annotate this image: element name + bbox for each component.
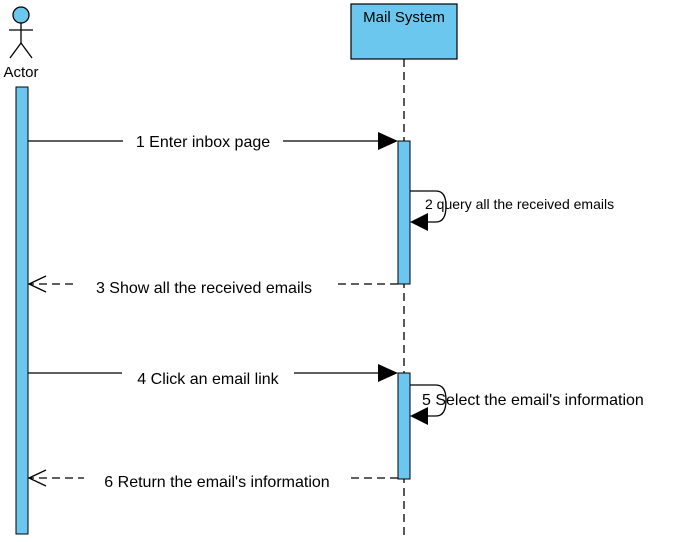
actor-activation-bar (15, 86, 29, 535)
message-5-label: 5 Select the email's information (422, 392, 644, 409)
message-3-label: 3 Show all the received emails (96, 280, 312, 297)
system-activation-bar-2 (397, 372, 411, 480)
message-2-line (410, 190, 447, 223)
actor-head (12, 6, 30, 24)
message-6-label-bg (84, 471, 350, 491)
message-3: 3 Show all the received emails (27, 275, 398, 297)
message-1-label: 1 Enter inbox page (136, 134, 270, 151)
message-2: 2 query all the received emails (410, 190, 614, 231)
actor-leg-right (20, 42, 33, 59)
message-6-arrowhead (27, 469, 47, 487)
message-5: 5 Select the email's information (410, 384, 644, 425)
message-4-arrowhead (378, 364, 398, 382)
message-4: 4 Click an email link (28, 364, 398, 388)
message-1-label-bg (123, 131, 283, 151)
message-1-arrowhead (378, 132, 398, 150)
message-6-label: 6 Return the email's information (104, 474, 329, 491)
message-3-label-bg (75, 277, 333, 297)
message-4-label: 4 Click an email link (137, 371, 279, 388)
actor-figure (9, 6, 33, 59)
actor-leg-left (9, 42, 22, 59)
actor-label: Actor (3, 64, 38, 81)
message-4-label-bg (122, 368, 294, 388)
message-6: 6 Return the email's information (27, 469, 398, 491)
message-2-arrowhead (410, 213, 428, 231)
system-label: Mail System (363, 9, 445, 26)
message-3-arrowhead (27, 275, 47, 293)
message-2-label: 2 query all the received emails (425, 196, 614, 212)
message-5-line (410, 384, 447, 417)
system-lifeline-head (350, 3, 458, 60)
message-5-arrowhead (410, 407, 428, 425)
message-1: 1 Enter inbox page (28, 131, 398, 151)
system-activation-bar-1 (397, 140, 411, 285)
